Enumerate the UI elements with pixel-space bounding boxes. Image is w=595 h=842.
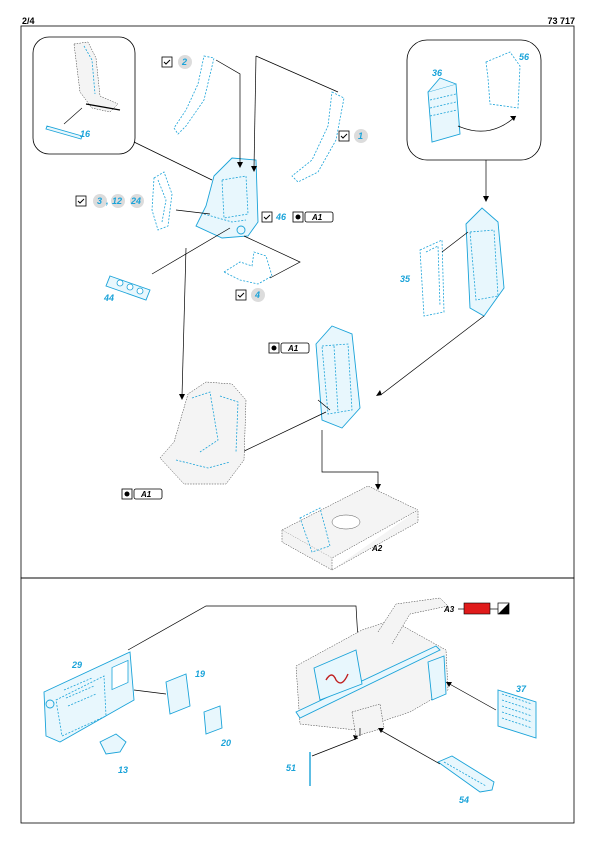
part-number-56: 56	[519, 52, 530, 62]
strap-part-1	[291, 91, 345, 183]
backrest-upper	[465, 207, 505, 317]
detail-bubble-right	[406, 39, 542, 161]
knob-part-13	[99, 733, 127, 755]
part-number-46: 46	[275, 212, 287, 222]
plate-part-19	[165, 673, 191, 715]
fold-check-icon	[75, 195, 87, 207]
part-number-2: 2	[181, 57, 187, 67]
part-number-37: 37	[516, 684, 527, 694]
svg-text:,: ,	[105, 196, 109, 206]
callout-1: 1	[338, 129, 368, 143]
part-number-54: 54	[459, 795, 469, 805]
part-number-29: 29	[71, 660, 82, 670]
fold-check-icon	[235, 289, 247, 301]
part-number-44: 44	[103, 293, 114, 303]
seat-assembled	[159, 381, 247, 485]
part-number-19: 19	[195, 669, 205, 679]
plate-part-20	[203, 705, 223, 735]
part-number-3: 3	[97, 196, 102, 206]
frame-part-35	[419, 239, 445, 317]
callout-a1-middle: A1	[268, 342, 310, 354]
part-number-13: 13	[118, 765, 128, 775]
fold-check-icon	[338, 130, 350, 142]
callout-46: 46 A1	[261, 211, 334, 223]
part-number-1: 1	[358, 131, 363, 141]
seat-assembly	[195, 157, 259, 239]
rail-part-54	[437, 755, 495, 793]
instrument-panel-29	[43, 651, 135, 743]
side-panel-part-3	[151, 171, 173, 231]
kit-code: 73 717	[547, 16, 575, 26]
ref-a1: A1	[287, 344, 299, 353]
bracket-part-4	[223, 251, 273, 285]
fold-check-icon	[161, 56, 173, 68]
callout-3-12-24: 3 , 12 24	[75, 194, 144, 208]
floor-a2	[281, 485, 419, 571]
part-number-16: 16	[80, 129, 91, 139]
part-number-4: 4	[254, 290, 260, 300]
mesh-part-37	[497, 689, 537, 739]
cockpit-tub	[295, 597, 449, 737]
part-number-36: 36	[432, 68, 443, 78]
page-number: 2/4	[22, 16, 35, 26]
ref-a1: A1	[311, 213, 323, 222]
callout-2: 2	[161, 55, 192, 69]
callout-4: 4	[235, 288, 265, 302]
part-number-35: 35	[400, 274, 411, 284]
part-number-12: 12	[112, 196, 122, 206]
callout-a1-lower: A1	[121, 488, 163, 500]
fold-check-icon	[261, 211, 273, 223]
paint-swatch-icon	[463, 602, 491, 615]
ref-a1: A1	[140, 490, 152, 499]
detail-bubble-left	[32, 36, 136, 155]
part-number-51: 51	[286, 763, 296, 773]
part-number-20: 20	[220, 738, 231, 748]
ref-a2: A2	[371, 544, 383, 553]
part-number-24: 24	[130, 196, 141, 206]
plate-part-44	[105, 275, 151, 301]
lower-frame	[20, 577, 575, 824]
ref-a3: A3	[443, 605, 455, 614]
strap-part-2	[173, 55, 215, 135]
backrest-middle	[315, 325, 361, 429]
